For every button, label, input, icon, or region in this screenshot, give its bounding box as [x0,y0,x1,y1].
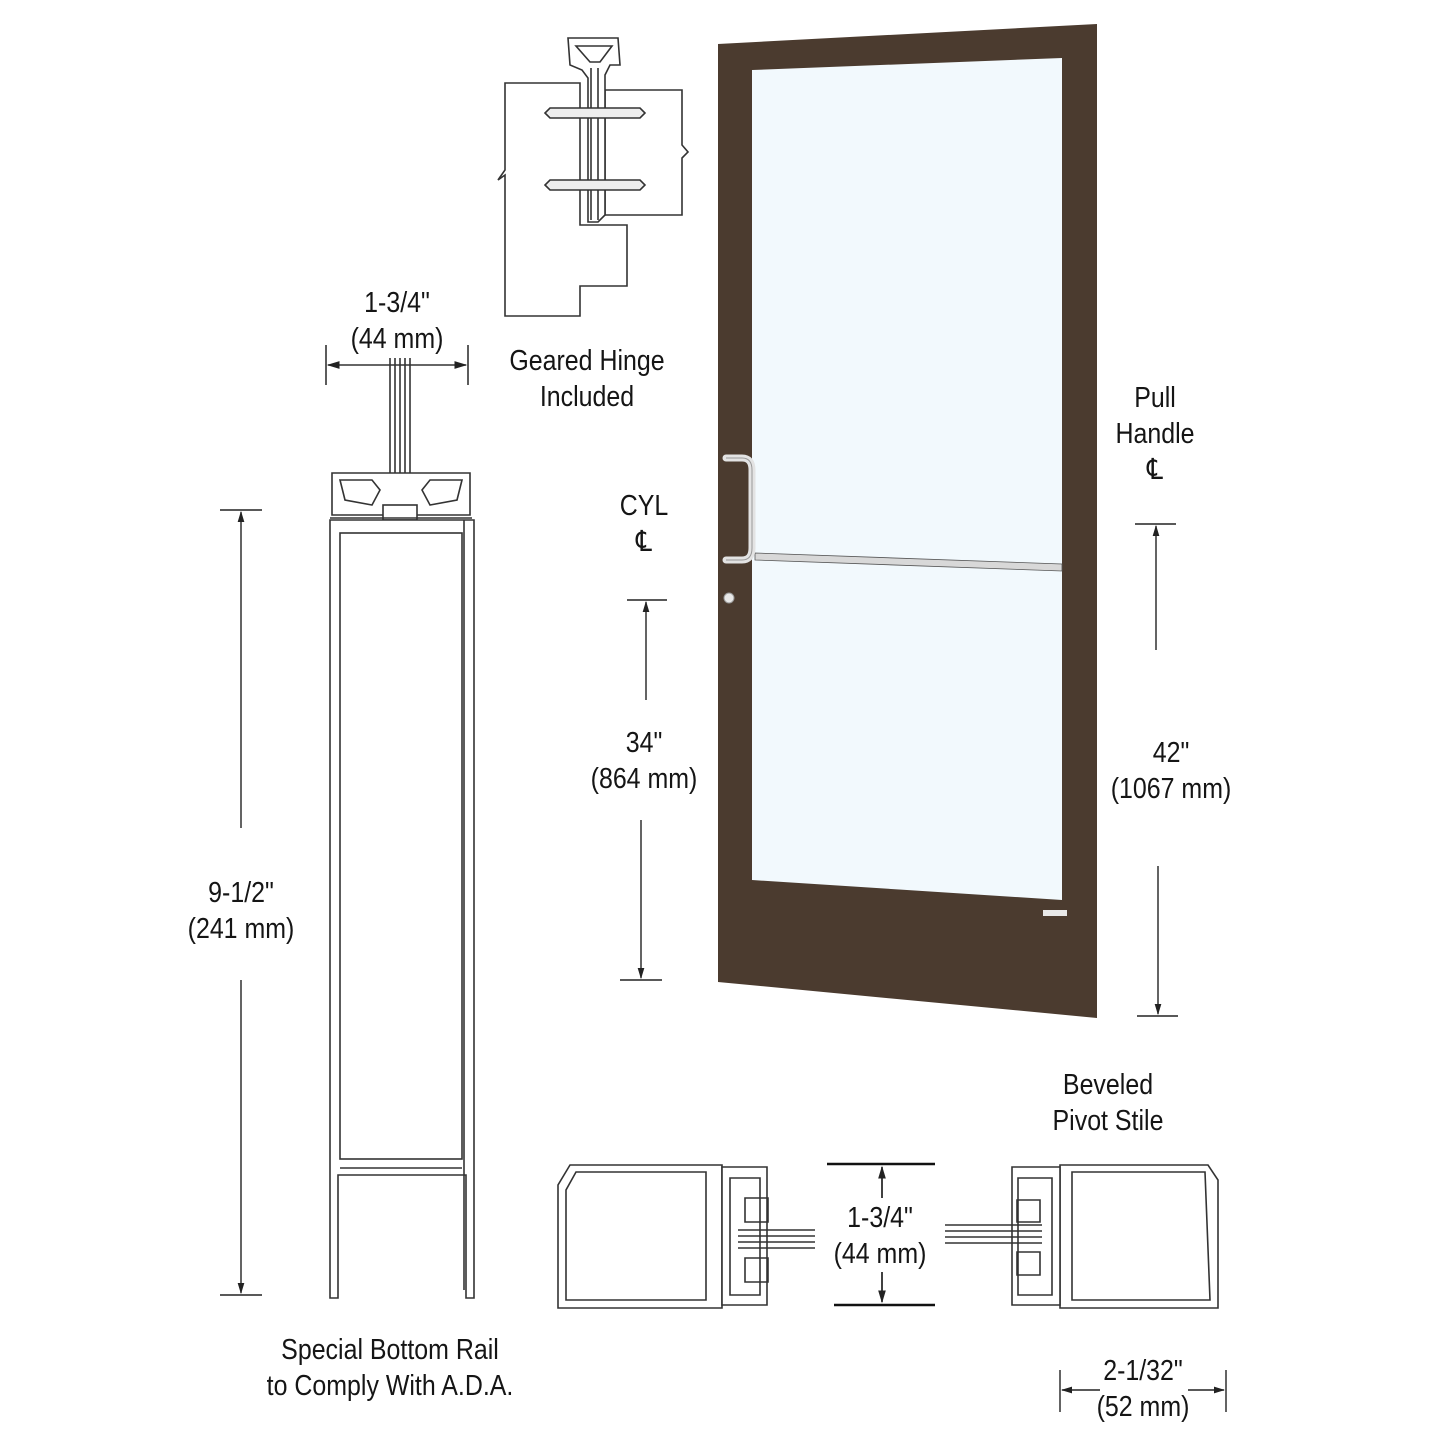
pivot-stile-label: Beveled Pivot Stile [1052,1069,1164,1137]
stile-width-dimension [1059,1370,1227,1412]
top-stile-dimension-label: 1-3/4" (44 mm) [328,285,466,357]
handle-height-label: 42" (1067 mm) [1110,737,1232,805]
cyl-height-label: 34" (864 mm) [590,727,698,795]
cyl-label: CYL ℄ [592,488,695,560]
pull-handle-label: Pull Handle ℄ [1095,380,1215,488]
dimension-mm: (44 mm) [350,323,444,355]
cyl-dimension [620,599,667,981]
geared-hinge-detail [497,37,690,317]
dimension-inches: 1-3/4" [364,287,430,319]
top-section-detail [325,345,475,1299]
section-thickness-dimension [827,1162,935,1307]
pivot-stile-section [945,1164,1219,1309]
bottom-rail-dimension-label: 9-1/2" (241 mm) [187,877,295,945]
stile-width-label: 2-1/32" (52 mm) [1096,1355,1190,1423]
door-elevation [718,24,1097,1018]
handle-dimension [1135,523,1178,1017]
bottom-rail-caption: Special Bottom Rail to Comply With A.D.A… [266,1334,514,1402]
lock-stile-section [557,1164,815,1309]
centerline-icon: ℄ [1146,454,1164,486]
section-thickness-label: 1-3/4" (44 mm) [833,1202,927,1270]
geared-hinge-label: Geared Hinge Included [509,345,665,413]
bottom-rail-dimension [220,509,262,1296]
centerline-icon: ℄ [635,526,653,558]
